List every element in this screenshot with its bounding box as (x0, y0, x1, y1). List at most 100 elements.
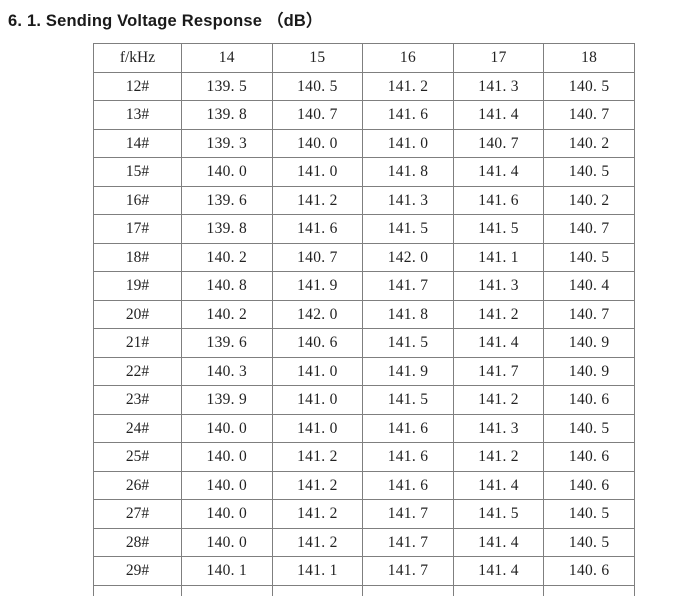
table-cell-partial (93, 584, 182, 596)
table-cell: 141. 7 (452, 356, 545, 386)
row-label: 28# (93, 527, 182, 557)
table-cell: 140. 5 (543, 157, 635, 187)
table-cell: 140. 6 (543, 470, 635, 500)
table-cell: 140. 5 (543, 499, 635, 529)
table-cell: 141. 7 (362, 271, 454, 301)
table-header-row: f/kHz 14 15 16 17 18 (93, 43, 635, 73)
table-cell: 140. 0 (181, 499, 273, 529)
table-cell: 141. 6 (362, 100, 454, 130)
table-cell: 141. 4 (452, 100, 545, 130)
table-cell: 139. 8 (181, 100, 273, 130)
table-cell: 141. 6 (271, 214, 364, 244)
table-cell: 141. 4 (452, 556, 545, 586)
table-cell: 140. 5 (543, 71, 635, 101)
column-header-14: 14 (181, 43, 273, 73)
row-label: 23# (93, 385, 182, 415)
table-cell: 141. 2 (362, 71, 454, 101)
table-cell: 140. 2 (543, 128, 635, 158)
table-cell: 142. 0 (271, 299, 364, 329)
table-cell: 141. 7 (362, 499, 454, 529)
table-cell: 141. 5 (362, 385, 454, 415)
row-label: 17# (93, 214, 182, 244)
table-cell-partial (543, 584, 635, 596)
table-cell: 141. 9 (271, 271, 364, 301)
table-cell: 140. 0 (181, 157, 273, 187)
table-cell: 141. 8 (362, 299, 454, 329)
table-cell: 141. 5 (362, 214, 454, 244)
table-cell: 141. 0 (271, 385, 364, 415)
table-cell: 141. 5 (452, 499, 545, 529)
row-label: 20# (93, 299, 182, 329)
table-cell: 140. 7 (271, 242, 364, 272)
table-cell: 140. 7 (543, 100, 635, 130)
table-cell: 141. 1 (452, 242, 545, 272)
row-label: 27# (93, 499, 182, 529)
table-cell: 140. 6 (271, 328, 364, 358)
table-cell: 140. 6 (543, 385, 635, 415)
table-cell: 141. 4 (452, 157, 545, 187)
table-cell: 141. 3 (452, 413, 545, 443)
table-cell: 141. 2 (271, 499, 364, 529)
page-title: 6. 1. Sending Voltage Response （dB） (8, 12, 323, 30)
table-cell: 140. 0 (181, 470, 273, 500)
row-label: 21# (93, 328, 182, 358)
table-cell: 141. 6 (362, 470, 454, 500)
table-cell: 140. 2 (181, 299, 273, 329)
table-cell: 139. 3 (181, 128, 273, 158)
table-cell: 141. 4 (452, 470, 545, 500)
column-header-frequency: f/kHz (93, 43, 182, 73)
table-row-partial (93, 584, 635, 596)
table-cell: 140. 9 (543, 328, 635, 358)
table-cell: 141. 2 (271, 470, 364, 500)
table-cell: 139. 6 (181, 328, 273, 358)
table-cell: 140. 5 (543, 527, 635, 557)
table-cell: 141. 1 (271, 556, 364, 586)
table-cell-partial (181, 584, 273, 596)
row-label: 19# (93, 271, 182, 301)
row-label: 16# (93, 185, 182, 215)
column-header-18: 18 (543, 43, 635, 73)
table-cell: 140. 5 (271, 71, 364, 101)
table-cell: 141. 2 (452, 299, 545, 329)
table-cell: 141. 6 (362, 413, 454, 443)
row-label: 14# (93, 128, 182, 158)
table-cell: 140. 0 (181, 413, 273, 443)
table-cell: 141. 2 (271, 185, 364, 215)
table-cell-partial (362, 584, 454, 596)
table-cell: 141. 2 (271, 527, 364, 557)
table-cell: 140. 7 (543, 299, 635, 329)
table-cell: 141. 0 (271, 157, 364, 187)
row-label: 15# (93, 157, 182, 187)
row-label: 18# (93, 242, 182, 272)
document-page: 6. 1. Sending Voltage Response （dB） f/kH… (8, 12, 635, 596)
table-cell: 140. 3 (181, 356, 273, 386)
table-cell: 140. 7 (452, 128, 545, 158)
table-cell: 139. 6 (181, 185, 273, 215)
table-cell: 140. 2 (543, 185, 635, 215)
table-cell: 141. 8 (362, 157, 454, 187)
row-label: 12# (93, 71, 182, 101)
row-label: 26# (93, 470, 182, 500)
table-cell-partial (452, 584, 545, 596)
column-header-17: 17 (452, 43, 545, 73)
row-label: 29# (93, 556, 182, 586)
table-cell: 140. 7 (271, 100, 364, 130)
table-cell: 140. 6 (543, 442, 635, 472)
table-cell: 140. 9 (543, 356, 635, 386)
table-cell: 140. 8 (181, 271, 273, 301)
